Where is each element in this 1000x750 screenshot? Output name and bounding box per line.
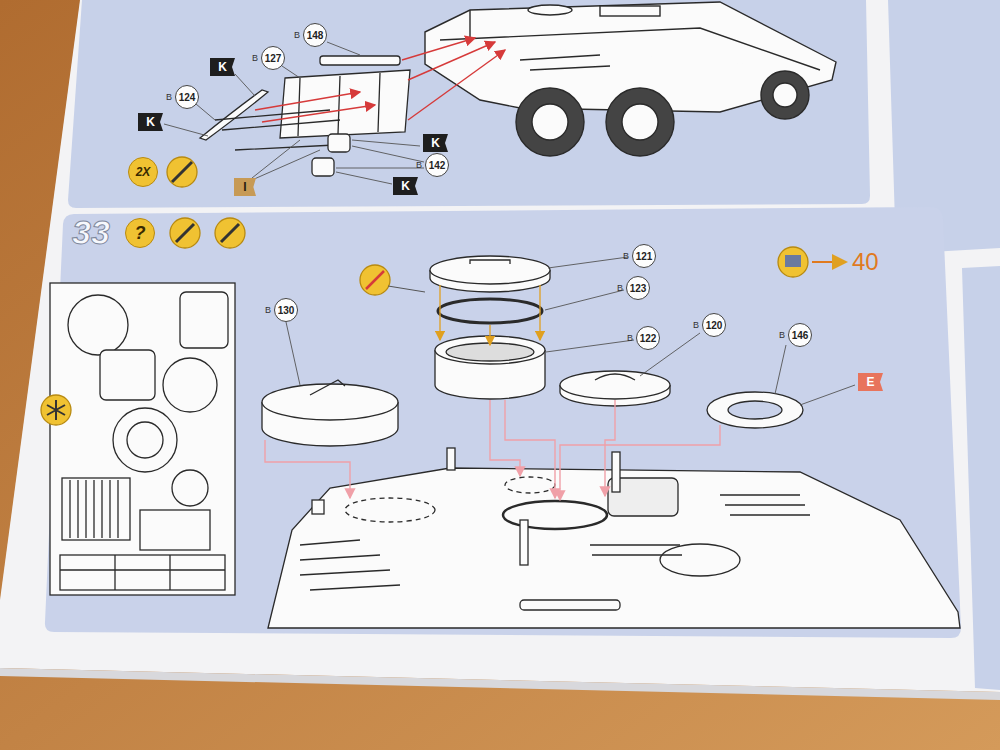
callout-number: B 124 <box>166 85 199 109</box>
icon-badge: ? <box>125 218 155 248</box>
sprue-letter: B <box>623 251 629 261</box>
step-panel <box>45 207 961 638</box>
assembly-arrows <box>265 400 720 500</box>
callout-circle: 127 <box>261 46 285 70</box>
callout-circle: 123 <box>626 276 650 300</box>
part-number: 142 <box>429 160 446 171</box>
tool-icons <box>170 218 846 295</box>
sprue-letter: B <box>252 53 258 63</box>
callout-circle: 124 <box>175 85 199 109</box>
badge-text: 2X <box>136 165 151 179</box>
callout-circle: 120 <box>702 313 726 337</box>
asterisk-icon <box>41 395 71 425</box>
sprue-letter: B <box>166 92 172 102</box>
leader-lines <box>286 257 855 405</box>
callout-number: B 120 <box>693 313 726 337</box>
callout-number: B 130 <box>265 298 298 322</box>
callout-circle: 121 <box>632 244 656 268</box>
sprue-letter: B <box>617 283 623 293</box>
callout-circle: 142 <box>425 153 449 177</box>
vehicle-top <box>268 448 960 628</box>
assembly-arrows <box>440 285 540 345</box>
callout-circle: 146 <box>788 323 812 347</box>
callout-circle: 122 <box>636 326 660 350</box>
flag-letter: K <box>218 60 227 74</box>
flag-letter: K <box>146 115 155 129</box>
callout-number: B 123 <box>617 276 650 300</box>
icon-badge: 2X <box>128 157 158 187</box>
flag-letter: I <box>243 180 246 194</box>
callout-circle: 130 <box>274 298 298 322</box>
top-panel <box>68 0 870 208</box>
part-number: 146 <box>792 330 809 341</box>
page-edge <box>0 668 1000 700</box>
part-number: 121 <box>636 251 653 262</box>
flag-letter: K <box>431 136 440 150</box>
vehicle-side <box>425 2 836 156</box>
step-reference: 40 <box>852 248 879 276</box>
callout-circle: 148 <box>303 23 327 47</box>
part-number: 127 <box>265 53 282 64</box>
flag-letter: E <box>866 375 874 389</box>
part-flag: E <box>858 373 883 391</box>
leader-lines <box>164 42 424 184</box>
callout-number: B 121 <box>623 244 656 268</box>
part-flag: I <box>234 178 256 196</box>
part-number: 148 <box>307 30 324 41</box>
photo-etch-fret <box>50 283 235 595</box>
hatch-parts <box>262 256 803 446</box>
part-number: 122 <box>640 333 657 344</box>
parts <box>167 56 410 187</box>
flag-letter: K <box>401 179 410 193</box>
sprue-letter: B <box>627 333 633 343</box>
badge-text: ? <box>135 223 146 244</box>
part-flag: K <box>423 134 448 152</box>
side-panel <box>962 266 1000 690</box>
part-number: 130 <box>278 305 295 316</box>
part-number: 120 <box>706 320 723 331</box>
sprue-letter: B <box>265 305 271 315</box>
part-number: 124 <box>179 92 196 103</box>
callout-number: B 146 <box>779 323 812 347</box>
step-number: 33 <box>72 213 110 252</box>
callout-number: B 142 <box>416 153 449 177</box>
part-flag: K <box>393 177 418 195</box>
part-number: 123 <box>630 283 647 294</box>
sprue-letter: B <box>294 30 300 40</box>
callout-number: B 122 <box>627 326 660 350</box>
part-flag: K <box>210 58 235 76</box>
sprue-letter: B <box>416 160 422 170</box>
assembly-arrows <box>255 38 505 122</box>
callout-number: B 148 <box>294 23 327 47</box>
page <box>0 0 1000 692</box>
part-flag: K <box>138 113 163 131</box>
sprue-letter: B <box>693 320 699 330</box>
callout-number: B 127 <box>252 46 285 70</box>
sprue-letter: B <box>779 330 785 340</box>
